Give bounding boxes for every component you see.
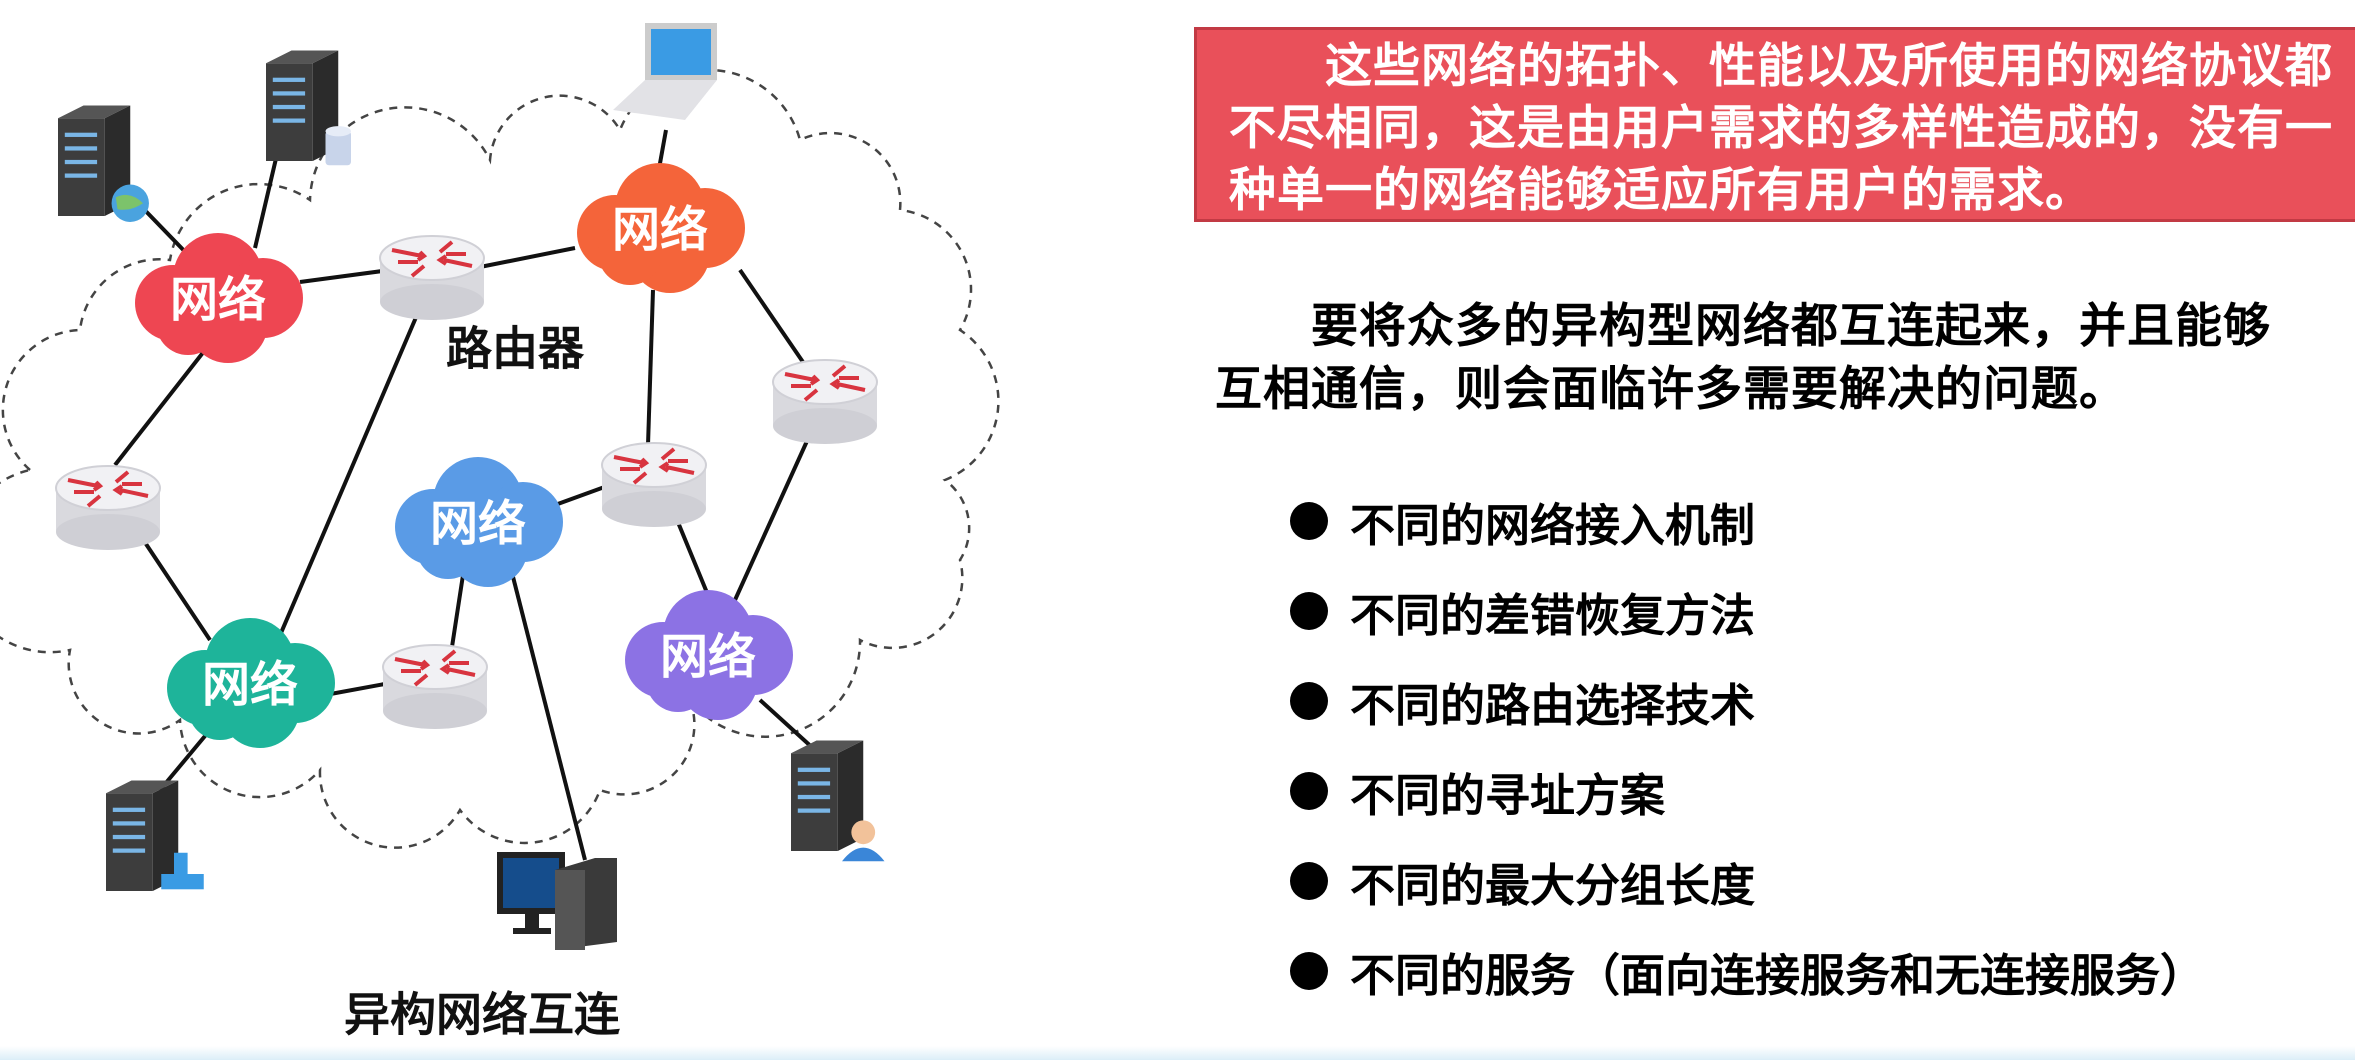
list-item: 不同的路由选择技术 — [1290, 656, 2205, 746]
list-item-text: 不同的网络接入机制 — [1350, 498, 1756, 552]
bullet-icon — [1290, 862, 1328, 900]
internet-boundary — [0, 68, 1000, 849]
film-icon — [161, 874, 204, 890]
user-icon — [851, 820, 876, 845]
list-item: 不同的差错恢复方法 — [1290, 566, 2205, 656]
svg-text:网络: 网络 — [202, 657, 298, 713]
svg-text:网络: 网络 — [612, 202, 708, 258]
server-database — [266, 50, 351, 166]
heterogeneous-network-diagram: 网络 网络 网络 网络 网络 路由器 异构网络互连 — [0, 23, 1000, 1042]
list-item-text: 不同的最大分组长度 — [1350, 858, 1756, 912]
laptop-icon — [613, 23, 717, 120]
router — [378, 234, 486, 322]
bottom-decoration — [0, 1046, 2355, 1060]
network-cloud-teal: 网络 — [167, 618, 335, 748]
svg-text:网络: 网络 — [660, 629, 756, 685]
bullet-icon — [1290, 772, 1328, 810]
list-item-text: 不同的服务（面向连接服务和无连接服务） — [1350, 948, 2206, 1002]
router — [381, 643, 489, 731]
intro-text: 要将众多的异构型网络都互连起来，并且能够互相通信，则会面临许多需要解决的问题。 — [1215, 299, 2271, 417]
list-item-text: 不同的路由选择技术 — [1350, 678, 1756, 732]
desktop-pc-icon — [497, 852, 617, 950]
network-cloud-purple: 网络 — [625, 590, 793, 720]
list-item: 不同的网络接入机制 — [1290, 476, 2205, 566]
issues-list: 不同的网络接入机制 不同的差错恢复方法 不同的路由选择技术 不同的寻址方案 不同… — [1290, 476, 2205, 1016]
network-cloud-orange: 网络 — [577, 163, 745, 293]
list-item: 不同的寻址方案 — [1290, 746, 2205, 836]
router-label: 路由器 — [446, 322, 585, 376]
list-item-text: 不同的寻址方案 — [1350, 768, 1666, 822]
highlight-note: 这些网络的拓扑、性能以及所使用的网络协议都不尽相同，这是由用户需求的多样性造成的… — [1194, 27, 2355, 222]
bullet-icon — [1290, 592, 1328, 630]
database-icon — [325, 131, 351, 166]
bullet-icon — [1290, 952, 1328, 990]
intro-paragraph: 要将众多的异构型网络都互连起来，并且能够互相通信，则会面临许多需要解决的问题。 — [1215, 295, 2305, 421]
list-item: 不同的最大分组长度 — [1290, 836, 2205, 926]
network-cloud-red: 网络 — [135, 233, 303, 363]
router — [600, 441, 708, 529]
router — [54, 464, 162, 552]
server-web — [58, 105, 149, 222]
svg-text:网络: 网络 — [170, 272, 266, 328]
list-item-text: 不同的差错恢复方法 — [1350, 588, 1756, 642]
diagram-caption: 异构网络互连 — [344, 988, 620, 1042]
note-text: 这些网络的拓扑、性能以及所使用的网络协议都不尽相同，这是由用户需求的多样性造成的… — [1229, 39, 2333, 218]
server-user — [791, 740, 885, 862]
router — [771, 358, 879, 446]
network-cloud-blue: 网络 — [395, 457, 563, 587]
list-item: 不同的服务（面向连接服务和无连接服务） — [1290, 926, 2205, 1016]
svg-text:网络: 网络 — [430, 496, 526, 552]
bullet-icon — [1290, 682, 1328, 720]
server-media — [106, 780, 204, 891]
bullet-icon — [1290, 502, 1328, 540]
